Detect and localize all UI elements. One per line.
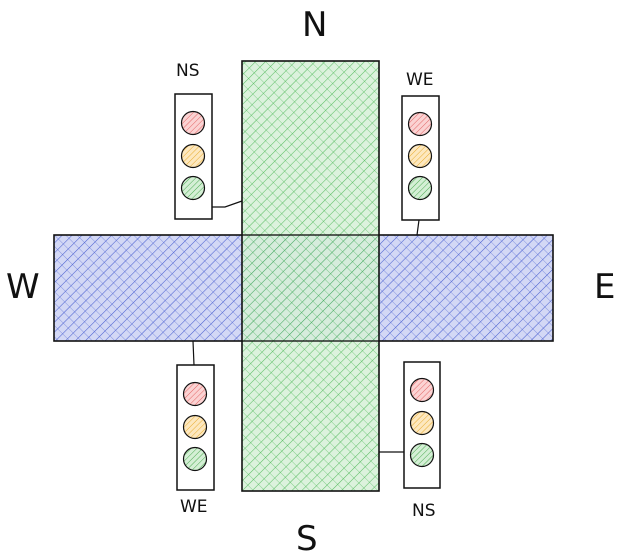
green-lamp-icon [182, 446, 208, 472]
traffic-light-label: WE [406, 70, 434, 90]
yellow-lamp-icon [407, 143, 433, 169]
red-lamp-icon [407, 111, 433, 137]
green-lamp-icon [407, 175, 433, 201]
green-lamp-icon [409, 442, 435, 468]
yellow-lamp-icon [182, 414, 208, 440]
traffic-light-ne: WE [401, 70, 440, 236]
south-label: S [296, 519, 318, 557]
traffic-light-label: NS [412, 501, 436, 521]
yellow-lamp-icon [180, 143, 206, 169]
west-label: W [6, 267, 40, 307]
east-label: E [594, 267, 615, 307]
north-label: N [302, 5, 327, 45]
red-lamp-icon [409, 377, 435, 403]
traffic-light-se: NS [379, 361, 441, 521]
yellow-lamp-icon [409, 410, 435, 436]
traffic-light-label: WE [180, 497, 208, 517]
intersection-overlap [242, 234, 379, 342]
traffic-light-nw: NS [174, 61, 243, 220]
north-south-road [241, 60, 380, 492]
red-lamp-icon [182, 381, 208, 407]
green-lamp-icon [180, 175, 206, 201]
red-lamp-icon [180, 110, 206, 136]
traffic-light-sw: WE [176, 340, 215, 517]
traffic-light-label: NS [176, 61, 200, 81]
